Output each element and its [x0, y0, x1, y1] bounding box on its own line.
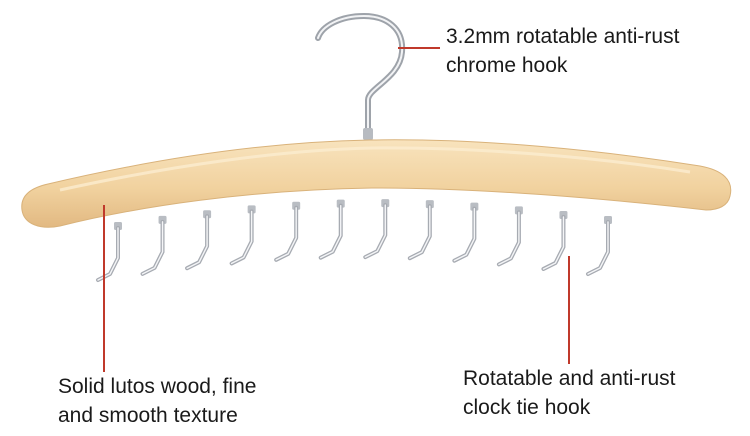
hook-collar [363, 128, 373, 140]
tie-hook [586, 216, 612, 276]
tie-hook [274, 201, 301, 262]
tie-hook [407, 200, 434, 261]
tie-hook-annotation: Rotatable and anti-rust clock tie hook [463, 364, 675, 422]
tie-hook [96, 222, 122, 282]
tie-hook [496, 206, 523, 267]
wooden-bar [21, 139, 732, 228]
tie-hook [140, 215, 167, 276]
tie-hook [541, 210, 568, 271]
tie-hook-annotation-line2: clock tie hook [463, 396, 591, 419]
tie-hook [363, 199, 390, 260]
hook-annotation: 3.2mm rotatable anti-rust chrome hook [446, 22, 679, 80]
tie-hook [185, 210, 212, 271]
tie-hook [452, 202, 479, 263]
hook-annotation-line1: 3.2mm rotatable anti-rust [446, 25, 680, 48]
tie-hook [318, 199, 345, 260]
tie-hook-annotation-line1: Rotatable and anti-rust [463, 367, 676, 390]
wood-annotation: Solid lutos wood, fine and smooth textur… [58, 372, 256, 430]
wood-annotation-line2: and smooth texture [58, 404, 238, 427]
tie-hooks-group [96, 199, 612, 282]
tie-hook [229, 205, 256, 266]
hook-annotation-line2: chrome hook [446, 54, 568, 77]
wood-annotation-line1: Solid lutos wood, fine [58, 375, 257, 398]
